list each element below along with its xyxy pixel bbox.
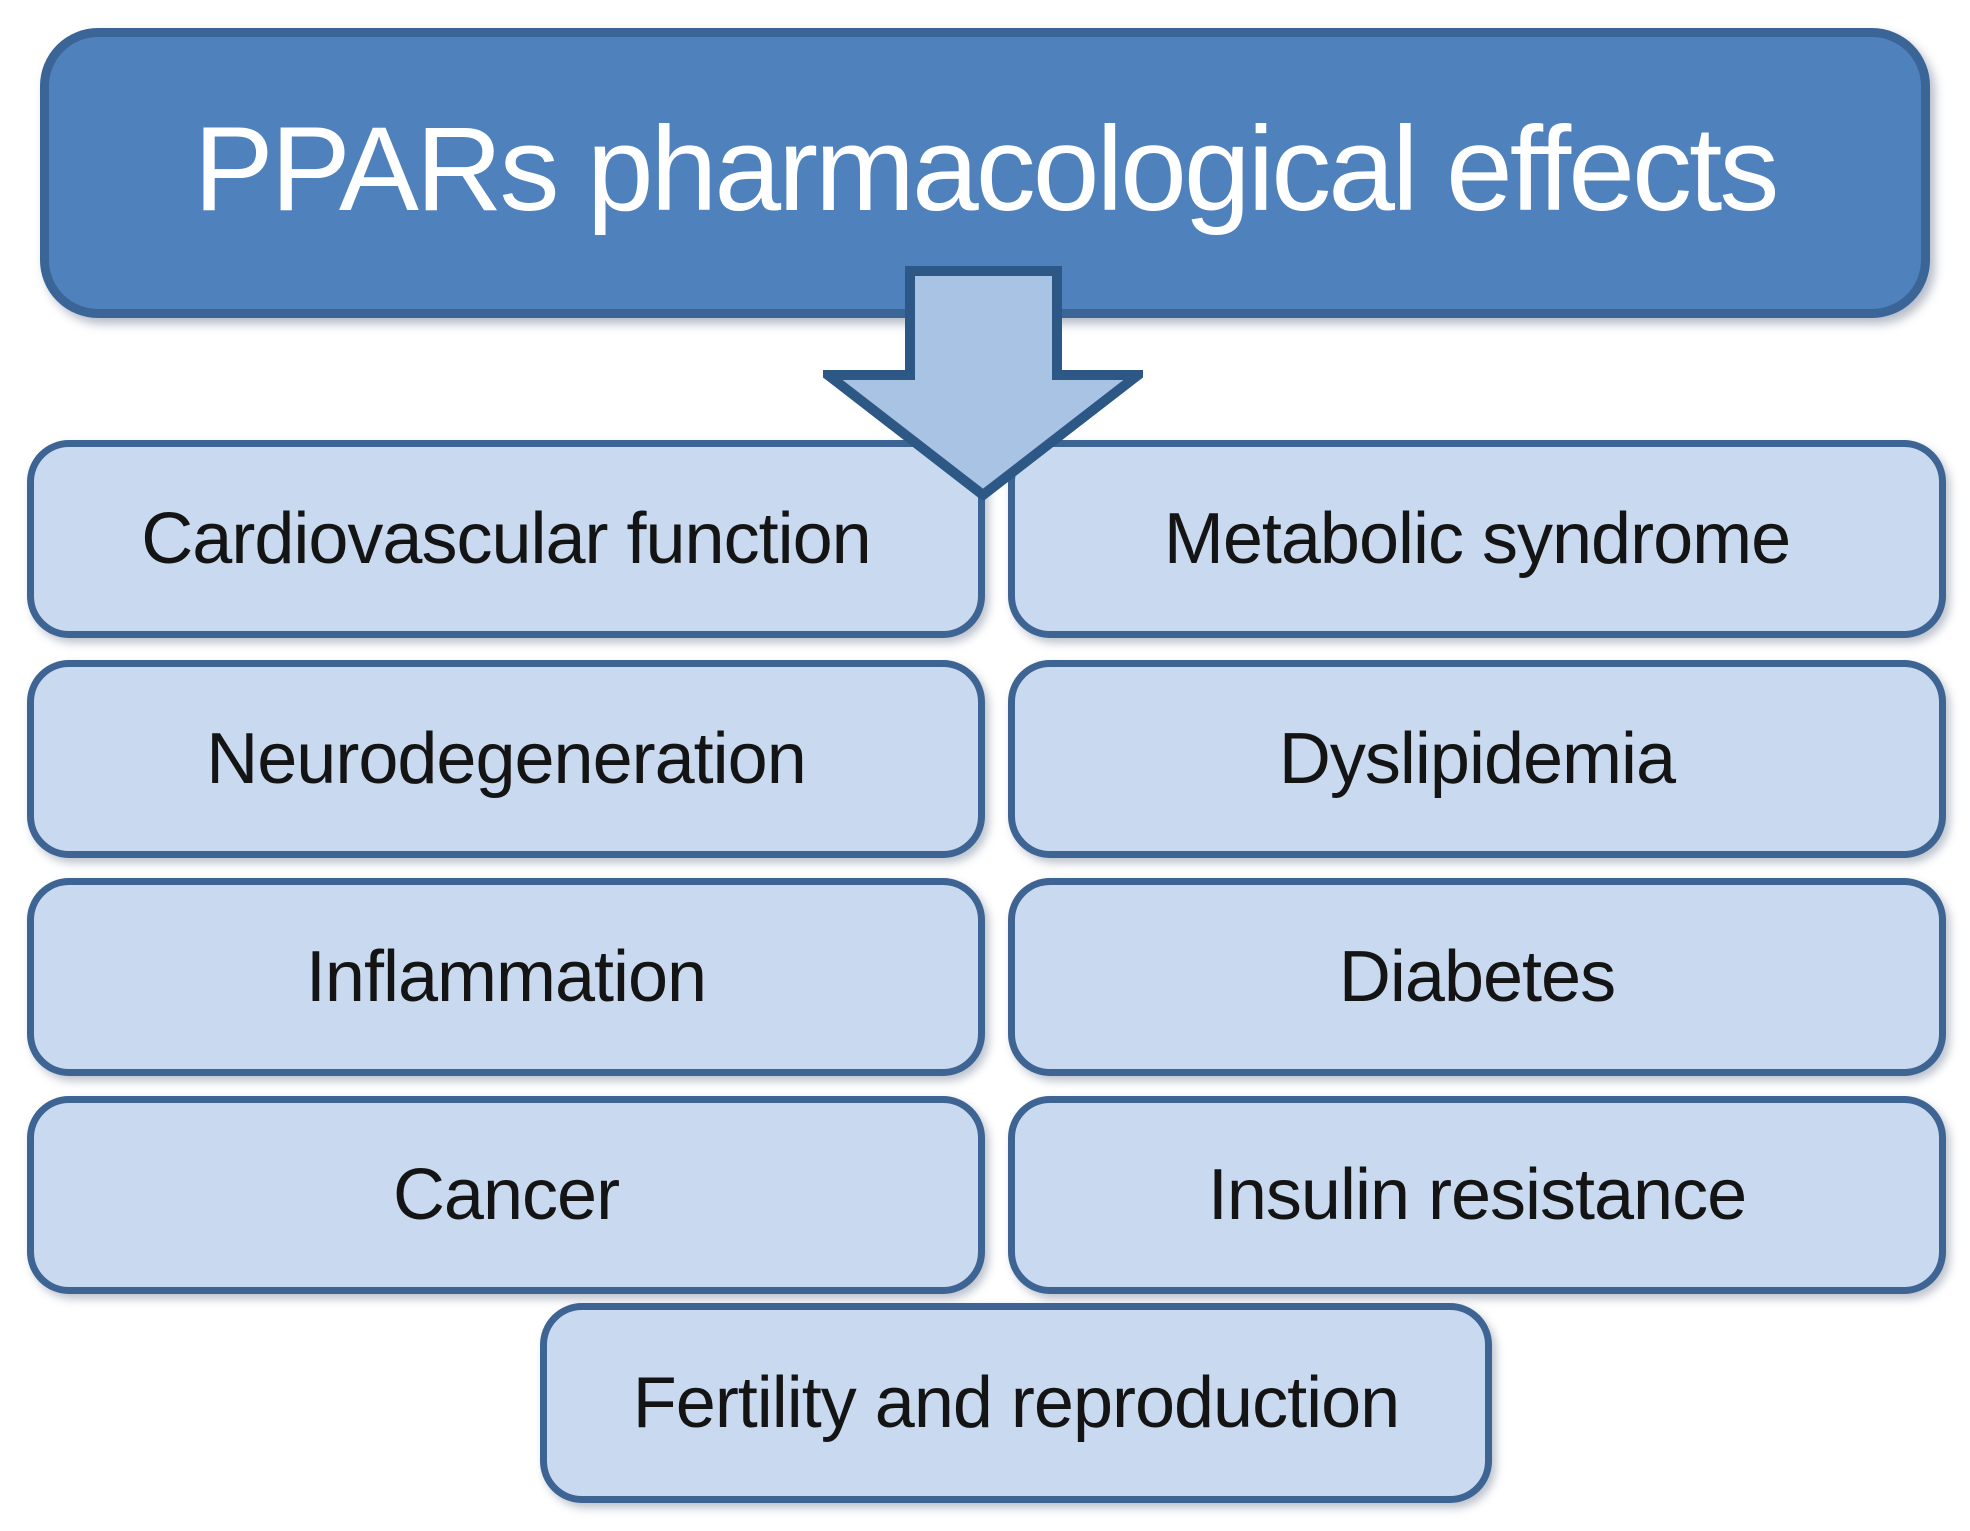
node-cancer: Cancer bbox=[27, 1096, 985, 1294]
node-label: Insulin resistance bbox=[1207, 1155, 1747, 1235]
node-inflammation: Inflammation bbox=[27, 878, 985, 1076]
node-label: Cardiovascular function bbox=[141, 499, 871, 579]
node-label: Metabolic syndrome bbox=[1163, 499, 1791, 579]
node-dyslipidemia: Dyslipidemia bbox=[1008, 660, 1946, 858]
node-label: Fertility and reproduction bbox=[632, 1363, 1400, 1443]
node-label: Neurodegeneration bbox=[206, 719, 806, 799]
node-insulin-resistance: Insulin resistance bbox=[1008, 1096, 1946, 1294]
node-fertility-and-reproduction: Fertility and reproduction bbox=[540, 1303, 1492, 1503]
node-diabetes: Diabetes bbox=[1008, 878, 1946, 1076]
node-metabolic-syndrome: Metabolic syndrome bbox=[1008, 440, 1946, 638]
node-label: Inflammation bbox=[305, 937, 707, 1017]
node-label: Diabetes bbox=[1338, 937, 1616, 1017]
node-cardiovascular-function: Cardiovascular function bbox=[27, 440, 985, 638]
node-label: Cancer bbox=[392, 1155, 620, 1235]
down-arrow-icon bbox=[813, 266, 1153, 502]
node-neurodegeneration: Neurodegeneration bbox=[27, 660, 985, 858]
node-label: Dyslipidemia bbox=[1278, 719, 1676, 799]
diagram-title: PPARs pharmacological effects bbox=[193, 102, 1780, 236]
